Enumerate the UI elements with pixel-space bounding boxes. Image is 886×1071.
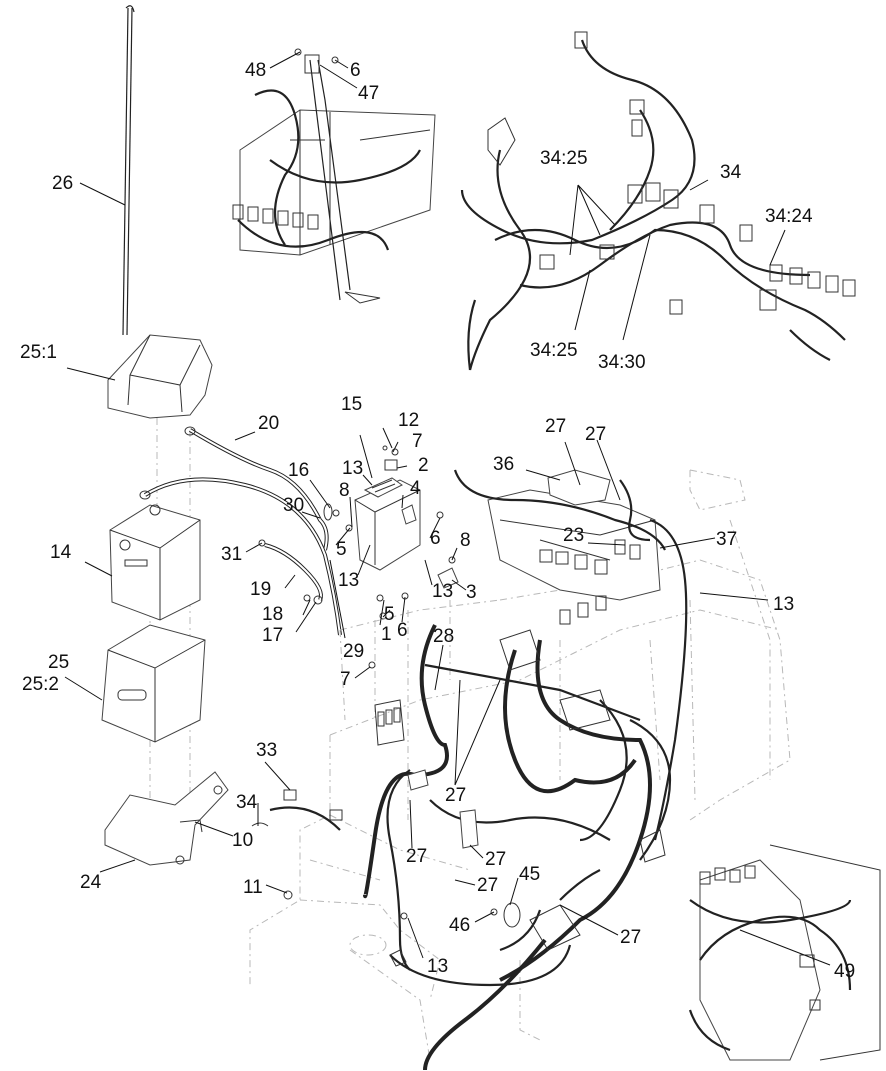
- callout-11: 11: [243, 877, 263, 898]
- callout-27-g: 27: [620, 927, 641, 948]
- callout-27-e: 27: [485, 849, 506, 870]
- callout-34: 34: [720, 162, 742, 183]
- main-harness: [251, 469, 688, 1071]
- callout-17: 17: [262, 625, 283, 646]
- callout-34-25-lower: 34:25: [530, 340, 578, 361]
- callout-20: 20: [258, 413, 279, 434]
- callout-34-30: 34:30: [598, 352, 646, 373]
- callout-7: 7: [412, 431, 423, 452]
- callout-27-d: 27: [406, 846, 427, 867]
- callout-45: 45: [519, 864, 540, 885]
- callout-31: 31: [221, 544, 242, 565]
- callout-27-f: 27: [477, 875, 498, 896]
- callout-33: 33: [256, 740, 277, 761]
- callout-3: 3: [466, 582, 477, 603]
- callout-48: 48: [245, 60, 266, 81]
- callout-27-c: 27: [445, 785, 466, 806]
- callout-13-c: 13: [432, 581, 453, 602]
- callout-6-c: 6: [397, 620, 408, 641]
- battery-cover-25-1: [107, 334, 213, 419]
- callout-18: 18: [262, 604, 283, 625]
- dash-panel: [487, 469, 661, 625]
- callout-29: 29: [343, 641, 364, 662]
- callout-37: 37: [716, 529, 737, 550]
- callout-6: 6: [350, 60, 361, 81]
- callout-26: 26: [52, 173, 73, 194]
- inset-top-left: [232, 48, 436, 304]
- callout-49: 49: [834, 961, 855, 982]
- callout-7-b: 7: [340, 669, 351, 690]
- callout-12: 12: [398, 410, 419, 431]
- battery-tray-24: [104, 771, 229, 866]
- callout-34-25: 34:25: [540, 148, 588, 169]
- harness-inset-34: [460, 31, 856, 371]
- callout-25-1: 25:1: [20, 342, 57, 363]
- callout-13: 13: [342, 458, 363, 479]
- callout-5-b: 5: [384, 604, 395, 625]
- callout-labels: 48 6 47 26 34 34:25 34:24 34:25 34:30 25…: [20, 60, 855, 982]
- callout-34-b: 34: [236, 792, 258, 813]
- callout-4: 4: [410, 478, 421, 499]
- callout-16: 16: [288, 460, 309, 481]
- callout-10: 10: [232, 830, 253, 851]
- callout-25-2: 25:2: [22, 674, 59, 695]
- chassis-ghost: [249, 469, 791, 1061]
- inset-bottom-right: [688, 844, 881, 1061]
- callout-13-b: 13: [338, 570, 359, 591]
- callout-47: 47: [358, 83, 379, 104]
- callout-46: 46: [449, 915, 470, 936]
- callout-8: 8: [339, 480, 350, 501]
- callout-5: 5: [336, 539, 347, 560]
- callout-13-d: 13: [773, 594, 794, 615]
- callout-27: 27: [545, 416, 566, 437]
- callout-19: 19: [250, 579, 271, 600]
- callout-1: 1: [381, 624, 392, 645]
- battery-cables: [139, 426, 342, 636]
- battery-14: [109, 504, 201, 621]
- callout-23: 23: [563, 525, 584, 546]
- fuse-bracket-assembly: [332, 445, 459, 669]
- battery-box-25: [101, 624, 206, 743]
- callout-14: 14: [50, 542, 72, 563]
- callout-6-b: 6: [430, 528, 441, 549]
- callout-30: 30: [283, 495, 304, 516]
- callout-25: 25: [48, 652, 69, 673]
- callout-13-e: 13: [427, 956, 448, 977]
- callout-36: 36: [493, 454, 514, 475]
- leader-lines: [64, 51, 831, 966]
- callout-27-b: 27: [585, 424, 606, 445]
- callout-2: 2: [418, 455, 429, 476]
- callout-28: 28: [433, 626, 454, 647]
- callout-24: 24: [80, 872, 102, 893]
- callout-8-b: 8: [460, 530, 471, 551]
- rod-part-26: [122, 5, 135, 336]
- callout-15: 15: [341, 394, 362, 415]
- callout-34-24: 34:24: [765, 206, 813, 227]
